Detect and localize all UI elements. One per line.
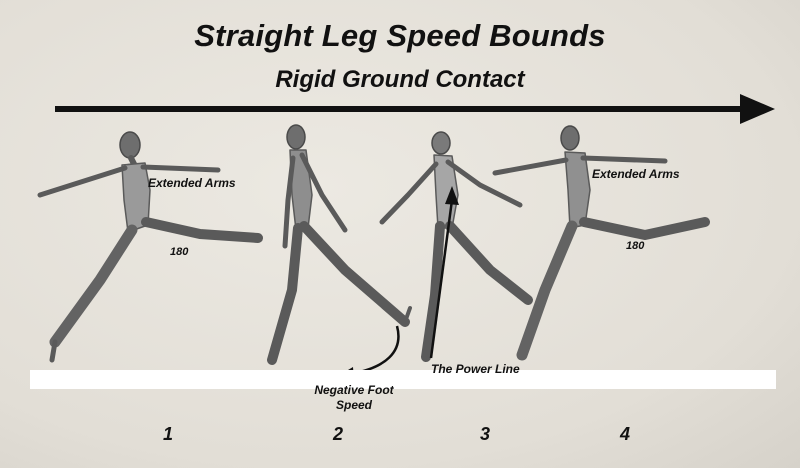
runner-figure-4 xyxy=(495,126,705,355)
runner-figure-1 xyxy=(40,132,258,360)
negative-foot-speed-label: Negative Foot Speed xyxy=(312,383,396,413)
extended-arms-label-2: Extended Arms xyxy=(592,167,680,182)
power-line-label: The Power Line xyxy=(431,362,520,377)
angle-label-1: 180 xyxy=(170,245,188,260)
frame-number-2: 2 xyxy=(333,424,343,445)
angle-label-2: 180 xyxy=(626,239,644,254)
extended-arms-label-1: Extended Arms xyxy=(148,176,236,191)
ground-line xyxy=(30,370,776,389)
direction-arrow-icon xyxy=(55,94,775,124)
frame-number-1: 1 xyxy=(163,424,173,445)
frame-number-3: 3 xyxy=(480,424,490,445)
frame-number-4: 4 xyxy=(620,424,630,445)
runner-figure-2 xyxy=(272,125,410,360)
